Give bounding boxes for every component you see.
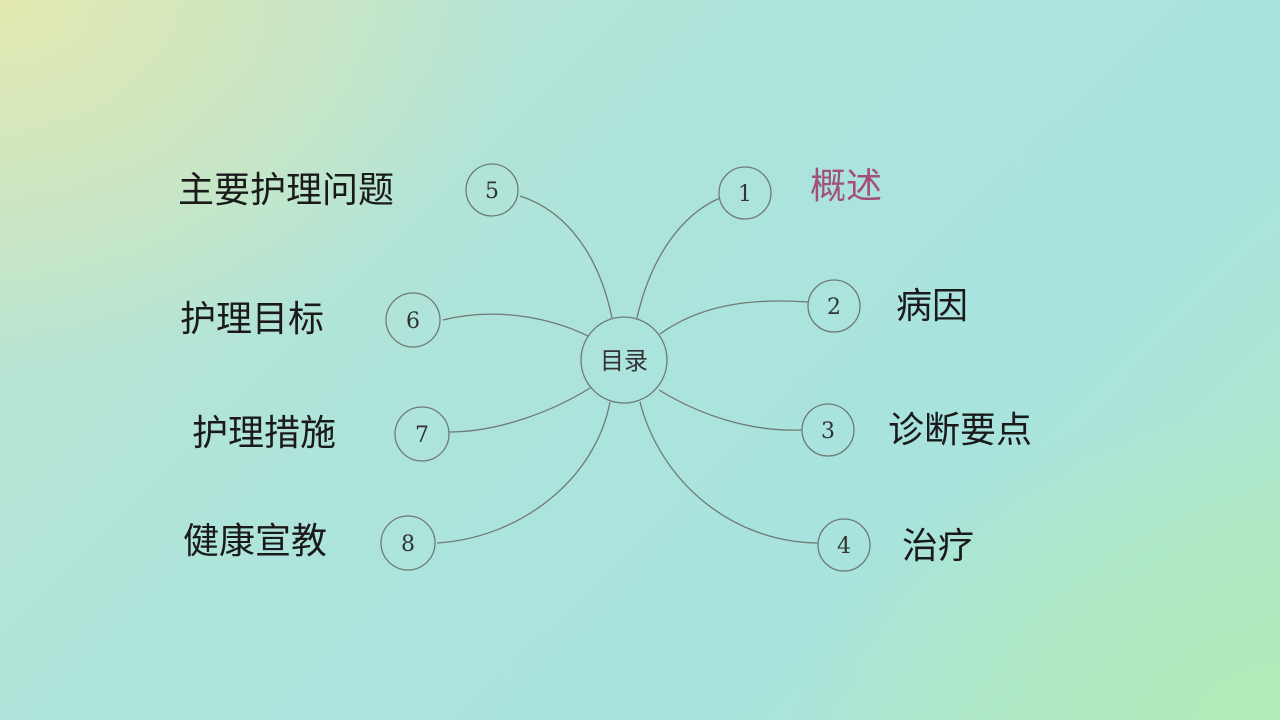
node-number-7: 7: [415, 423, 429, 448]
connector-8: [436, 401, 611, 544]
connector-2: [659, 300, 809, 335]
connector-7: [448, 387, 591, 433]
item-label-health-education: 健康宣教: [183, 521, 328, 562]
item-label-overview: 概述: [810, 166, 883, 207]
item-label-diagnosis: 诊断要点: [888, 410, 1033, 451]
item-label-nursing-measures: 护理措施: [192, 413, 337, 454]
node-number-1: 1: [738, 182, 752, 207]
item-label-nursing-problems: 主要护理问题: [178, 170, 395, 211]
node-circle-5: [465, 163, 519, 217]
connector-5: [519, 195, 613, 319]
item-label-treatment: 治疗: [902, 526, 975, 567]
node-circle-8: [380, 515, 436, 571]
node-circle-6: [385, 292, 441, 348]
hub-label: 目录: [600, 347, 648, 375]
node-number-8: 8: [401, 532, 415, 557]
connector-3: [658, 389, 803, 431]
node-number-5: 5: [485, 179, 499, 204]
hub-circle: [580, 316, 668, 404]
node-circle-2: [807, 279, 861, 333]
node-circle-3: [801, 403, 855, 457]
node-number-4: 4: [837, 534, 851, 559]
node-circle-1: [718, 166, 772, 220]
connector-6: [442, 313, 589, 337]
node-number-6: 6: [406, 309, 420, 334]
node-number-2: 2: [827, 295, 841, 320]
connector-4: [639, 401, 819, 544]
node-number-3: 3: [821, 419, 835, 444]
connector-1: [636, 197, 721, 319]
node-circle-4: [817, 518, 871, 572]
node-circle-7: [394, 406, 450, 462]
item-label-nursing-goals: 护理目标: [180, 299, 325, 340]
item-label-cause: 病因: [896, 286, 969, 327]
